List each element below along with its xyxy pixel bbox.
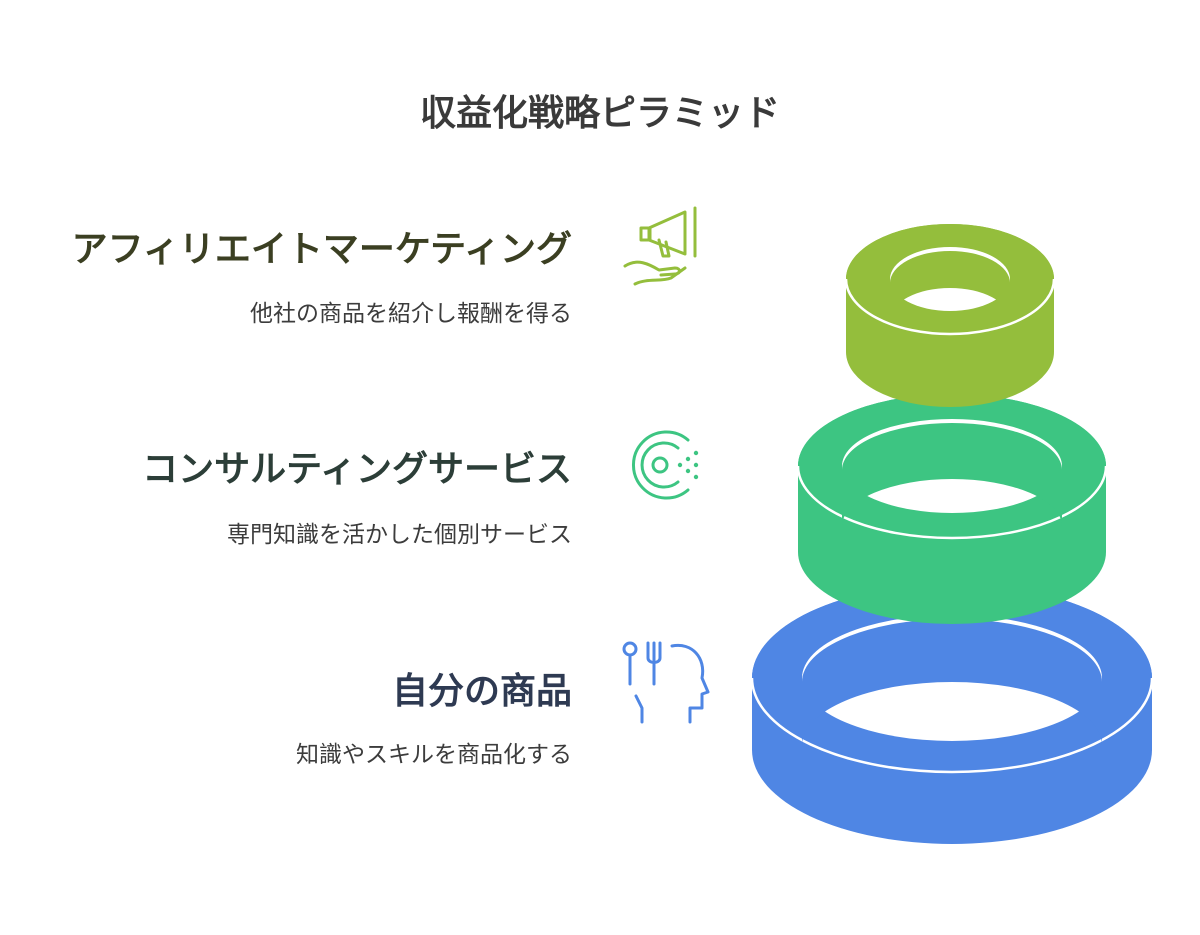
level-own-product-title: 自分の商品 [391, 671, 572, 712]
head-tools-icon [622, 641, 710, 724]
level-affiliate-description: 他社の商品を紹介し報酬を得る [250, 301, 572, 327]
ring-top [844, 224, 1056, 407]
level-affiliate-title: アフィリエイトマーケティング [71, 229, 572, 270]
level-consulting-description: 専門知識を活かした個別サービス [227, 522, 572, 548]
level-own-product-description: 知識やスキルを商品化する [296, 742, 572, 768]
ring-dots-icon [631, 430, 699, 500]
ring-bottom [750, 584, 1154, 844]
megaphone-hand-icon [623, 206, 697, 286]
diagram-title: 収益化戦略ピラミッド [419, 93, 780, 134]
level-consulting-title: コンサルティングサービス [142, 449, 572, 490]
ring-middle [796, 394, 1108, 624]
